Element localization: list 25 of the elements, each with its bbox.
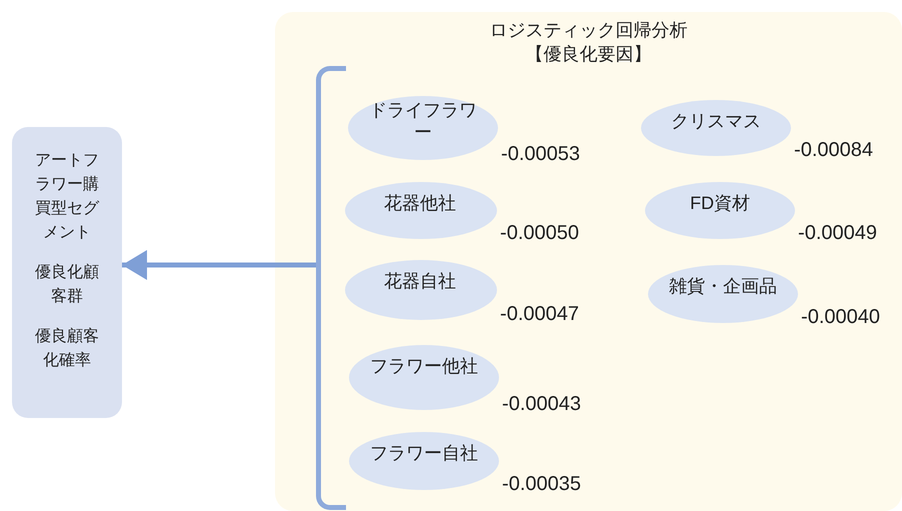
factor-name: 雑貨・企画品 [668,275,778,297]
factor-name: 花器自社 [383,270,457,292]
segment-label: 優良顧客化確率 [34,326,100,371]
coefficient-value: -0.00035 [501,473,581,496]
factor-name: FD資材 [689,192,751,214]
bracket [316,66,346,510]
segment-box [12,127,122,418]
arrow [122,250,316,280]
segment-label: 優良化顧客群 [34,262,100,307]
coefficient-value: -0.00050 [499,222,579,245]
coefficient-value: -0.00053 [500,143,580,166]
panel-title: 【優良化要因】 [524,43,652,66]
factor-name: ドライフラワー [368,99,478,143]
factor-name: フラワー自社 [369,442,479,464]
factor-name: フラワー他社 [369,355,479,377]
coefficient-value: -0.00084 [793,139,873,162]
segment-label: アートフラワー購買型セグメント [34,151,100,243]
coefficient-value: -0.00047 [499,303,579,326]
coefficient-value: -0.00040 [800,306,880,329]
panel-title: ロジスティック回帰分析 [488,19,688,42]
analysis-panel [275,12,902,511]
coefficient-value: -0.00049 [797,222,877,245]
factor-name: 花器他社 [383,192,457,214]
coefficient-value: -0.00043 [501,393,581,416]
factor-name: クリスマス [670,110,762,132]
